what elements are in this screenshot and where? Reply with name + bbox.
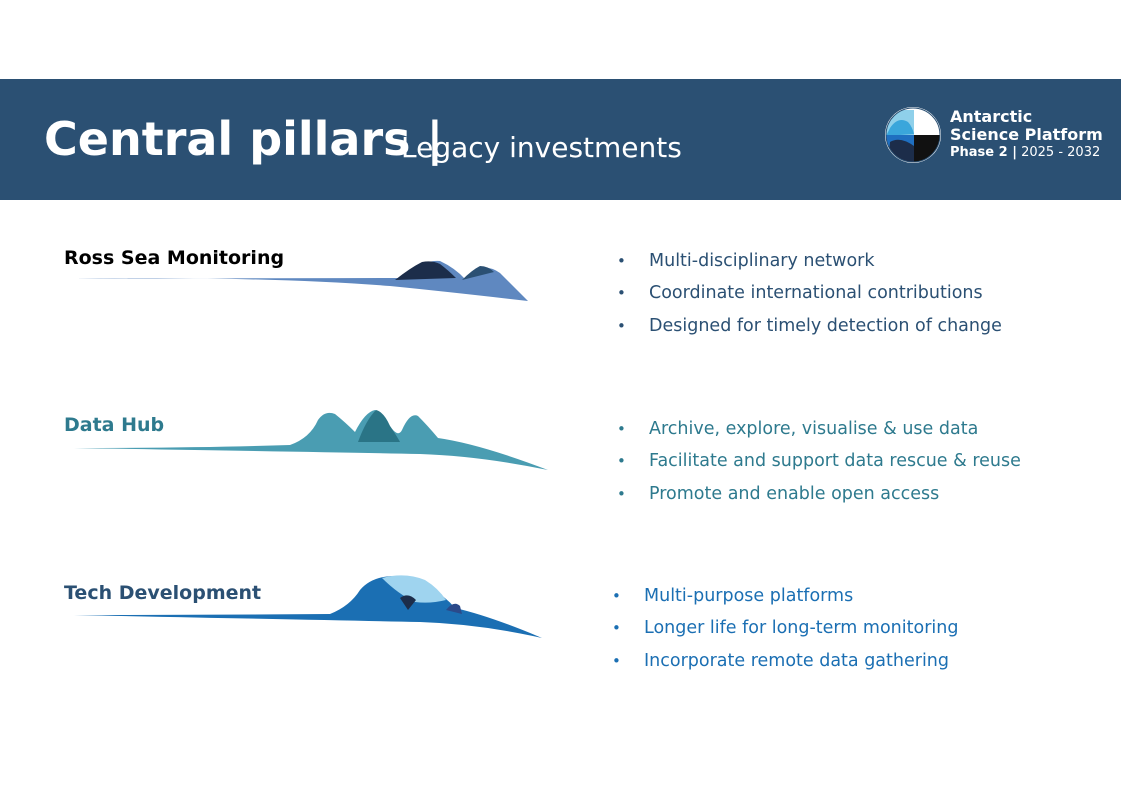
- bullet-icon: •: [612, 587, 621, 605]
- bullet-icon: •: [617, 284, 626, 303]
- data-hub-wave-icon: [74, 410, 548, 470]
- antarctic-science-platform-logo-icon: [885, 107, 941, 163]
- logo-phase: Phase 2 |: [950, 145, 1017, 160]
- bullet-icon: •: [617, 484, 626, 503]
- page-title: Central pillars |: [44, 112, 444, 166]
- tech-development-wave-icon: [74, 575, 542, 638]
- logo-years: 2025 - 2032: [1021, 145, 1101, 160]
- bullet-text: Facilitate and support data rescue & reu…: [649, 451, 1021, 472]
- bullet-icon: •: [617, 316, 626, 335]
- bullet-text: Archive, explore, visualise & use data: [649, 419, 979, 439]
- pillar-label-data-hub: Data Hub: [64, 414, 165, 436]
- bullet-icon: •: [617, 452, 626, 471]
- bullet-text: Multi-disciplinary network: [649, 251, 875, 271]
- page-subtitle: Legacy investments: [401, 131, 682, 164]
- bullet-text: Designed for timely detection of change: [649, 315, 1002, 336]
- logo-phase-years: Phase 2 | 2025 - 2032: [950, 145, 1100, 160]
- bullet-text: Coordinate international contributions: [649, 283, 983, 304]
- logo-text-line1: Antarctic: [950, 107, 1033, 126]
- bullet-text: Multi-purpose platforms: [644, 586, 854, 606]
- ross-sea-wave-icon: [74, 260, 528, 301]
- pillar-label-ross-sea-monitoring: Ross Sea Monitoring: [64, 247, 285, 269]
- bullet-text: Longer life for long-term monitoring: [644, 618, 959, 639]
- bullet-icon: •: [612, 619, 621, 638]
- pillar-label-tech-development: Tech Development: [64, 582, 262, 604]
- bullet-icon: •: [617, 252, 626, 270]
- bullet-icon: •: [617, 420, 626, 438]
- bullet-text: Incorporate remote data gathering: [644, 650, 950, 671]
- bullet-icon: •: [612, 651, 621, 670]
- logo-text-line2: Science Platform: [950, 125, 1103, 144]
- bullet-text: Promote and enable open access: [649, 483, 940, 504]
